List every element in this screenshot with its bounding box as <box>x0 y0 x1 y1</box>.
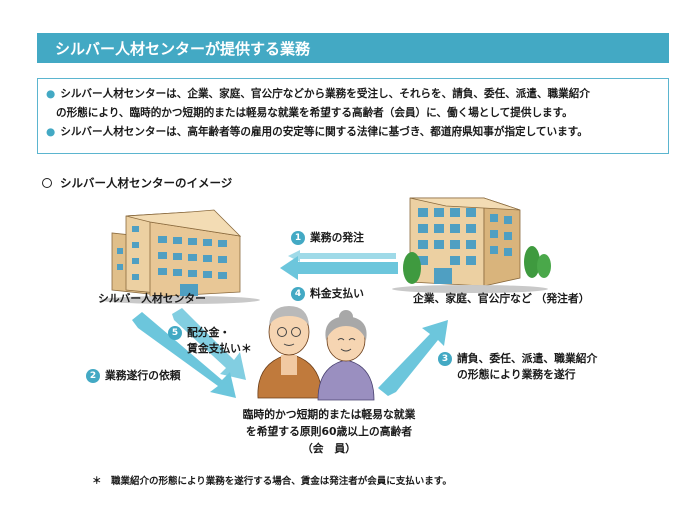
bullet-icon: ● <box>46 88 56 100</box>
tree-icon <box>403 252 421 284</box>
page-title: シルバー人材センターが提供する業務 <box>37 33 669 63</box>
info-box: ●シルバー人材センターは、企業、家庭、官公庁などから業務を受注し、それらを、請負… <box>37 78 669 154</box>
senior-woman-icon <box>317 310 375 401</box>
senior-man-icon <box>257 306 323 399</box>
arrow-request-icon <box>132 312 236 398</box>
center-label: シルバー人材センター <box>98 292 206 305</box>
center-building-icon <box>100 209 260 304</box>
circle-icon <box>42 178 52 188</box>
arrow-perform-icon <box>378 320 448 396</box>
members-label: 臨時的かつ短期的または軽易な就業 を希望する原則60歳以上の高齢者 （会 員） <box>242 408 416 455</box>
arrow-wage-icon <box>172 308 246 380</box>
client-label: 企業、家庭、官公庁など （発注者） <box>413 292 590 305</box>
bullet-icon: ● <box>46 126 56 138</box>
client-building-icon <box>392 197 551 293</box>
tree-icon <box>524 246 540 278</box>
info-line-1: ●シルバー人材センターは、企業、家庭、官公庁などから業務を受注し、それらを、請負… <box>46 88 590 100</box>
info-line-2: ●シルバー人材センターは、高年齢者等の雇用の安定等に関する法律に基づき、都道府県… <box>46 126 588 138</box>
section-heading: シルバー人材センターのイメージ <box>42 175 232 191</box>
tree-icon <box>537 254 551 278</box>
arrow-payment-icon <box>280 256 398 280</box>
info-line-1-cont: の形態により、臨時的かつ短期的または軽易な就業を希望する高齢者（会員）に、働く場… <box>56 107 573 119</box>
footnote: ＊ 職業紹介の形態により業務を遂行する場合、賃金は発注者が会員に支払います。 <box>92 476 452 487</box>
arrow-order-icon <box>288 250 396 262</box>
